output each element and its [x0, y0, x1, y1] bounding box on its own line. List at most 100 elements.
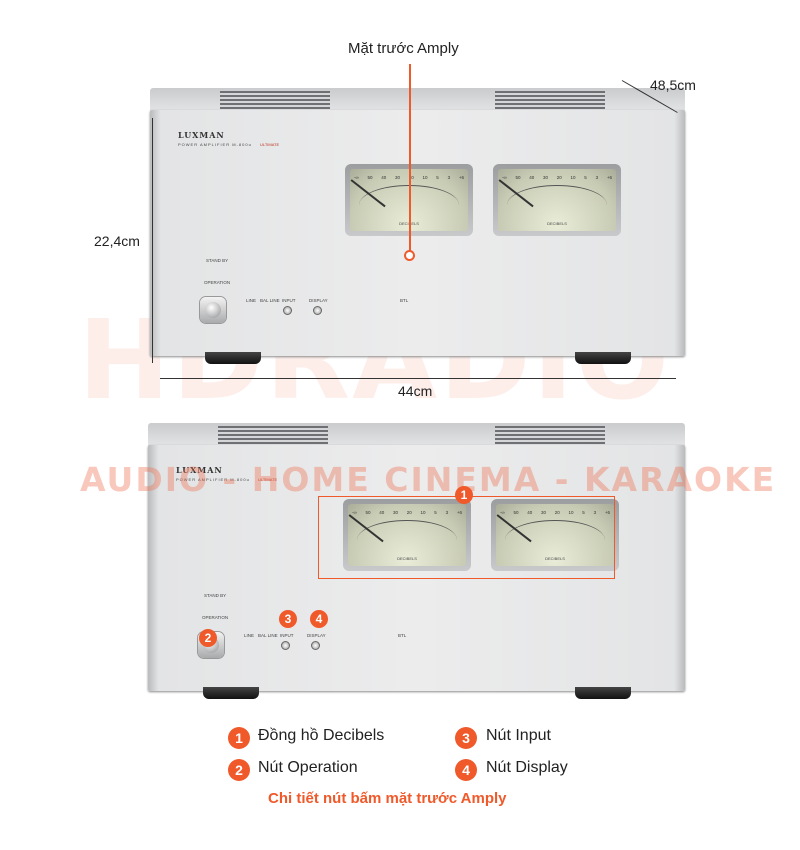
depth-label: 48,5cm [650, 77, 696, 93]
display-label: DISPLAY [307, 633, 326, 638]
meter-tick-label: +6 [456, 510, 462, 515]
callout-2: 2 [199, 629, 217, 647]
brand-logo: LUXMAN [178, 130, 225, 140]
model-label: POWER AMPLIFIER M-800u [178, 142, 252, 147]
input-button[interactable] [281, 641, 290, 650]
display-button[interactable] [311, 641, 320, 650]
foot [203, 687, 259, 699]
line-label: LINE [246, 298, 257, 303]
top-vents [148, 423, 685, 447]
meter-arc [505, 520, 605, 560]
meter-tick-label: 5 [584, 175, 587, 180]
meter-tick-label: 40 [529, 175, 535, 180]
meter-tick-label: 10 [422, 175, 428, 180]
line-label: LINE [244, 633, 255, 638]
meter-tick-label: -∞ [354, 175, 359, 180]
operation-label: OPERATION [204, 280, 231, 285]
legend-label: Nút Display [486, 759, 568, 776]
meter-tick-label: 20 [408, 175, 414, 180]
height-label: 22,4cm [94, 233, 140, 249]
legend-number: 1 [228, 727, 250, 749]
meter-tick-label: 50 [367, 175, 373, 180]
operation-button[interactable] [200, 297, 226, 323]
meter-tick-label: 5 [434, 510, 437, 515]
legend-number: 2 [228, 759, 250, 781]
meter-tick-label: 40 [379, 510, 385, 515]
legend-number: 3 [455, 727, 477, 749]
meter-highlight-box [318, 496, 615, 579]
decibel-meter: -∞ 50 40 30 20 10 5 3 +6 DECIBELS [343, 499, 471, 571]
meter-tick-label: 30 [395, 175, 401, 180]
callout-3: 3 [279, 610, 297, 628]
meter-tick-label: 3 [447, 175, 451, 180]
front-panel: LUXMAN POWER AMPLIFIER M-800u ULTIMATE -… [148, 445, 685, 691]
meter-label: DECIBELS [545, 556, 565, 561]
legend-label: Đồng hồ Decibels [258, 727, 385, 744]
standby-label: STAND BY [206, 258, 229, 263]
meter-label: DECIBELS [350, 221, 468, 226]
front-panel: LUXMAN POWER AMPLIFIER M-800u ULTIMATE -… [150, 110, 685, 356]
title: Mặt trước Amply [348, 40, 459, 57]
meter-tick-label: 10 [568, 510, 574, 515]
edition-label: ULTIMATE [260, 142, 280, 147]
meter-tick-label: 10 [420, 510, 426, 515]
model-label: POWER AMPLIFIER M-800u [176, 477, 250, 482]
meter-tick-label: 20 [406, 510, 412, 515]
meter-tick-label: -∞ [352, 510, 357, 515]
amplifier-front-view: LUXMAN POWER AMPLIFIER M-800u ULTIMATE -… [150, 88, 685, 364]
meter-tick-label: 5 [582, 510, 585, 515]
foot [575, 352, 631, 364]
meter-tick-label: -∞ [500, 510, 505, 515]
meter-label: DECIBELS [397, 556, 417, 561]
meter-tick-label: 40 [381, 175, 387, 180]
meter-tick-label: +6 [606, 175, 612, 180]
meter-tick-label: 3 [593, 510, 597, 515]
meter-tick-label: +6 [458, 175, 464, 180]
meter-tick-label: +6 [604, 510, 610, 515]
meter-tick-label: 40 [527, 510, 533, 515]
bal-line-label: BAL LINE [260, 298, 280, 303]
meter-tick-label: 3 [595, 175, 599, 180]
meter-tick-label: 50 [365, 510, 371, 515]
vent-grille [495, 91, 605, 109]
bal-line-label: BAL LINE [258, 633, 278, 638]
meter-tick-label: 20 [556, 175, 562, 180]
legend-label: Nút Input [486, 727, 551, 744]
pointer-line [409, 64, 411, 254]
legend-number: 4 [455, 759, 477, 781]
callout-1: 1 [455, 486, 473, 504]
meter-tick-label: 30 [543, 175, 549, 180]
meter-tick-label: 30 [393, 510, 399, 515]
input-button[interactable] [283, 306, 292, 315]
height-arrow [152, 118, 153, 363]
callout-4: 4 [310, 610, 328, 628]
foot [575, 687, 631, 699]
width-arrow [160, 378, 676, 379]
caption: Chi tiết nút bấm mặt trước Amply [268, 790, 507, 807]
brand-logo: LUXMAN [176, 465, 223, 475]
btl-label: BTL [400, 298, 409, 303]
legend-label: Nút Operation [258, 759, 358, 776]
meter-tick-label: 5 [436, 175, 439, 180]
input-label: INPUT [280, 633, 294, 638]
meter-tick-label: 20 [554, 510, 560, 515]
vent-grille [218, 426, 328, 444]
edition-label: ULTIMATE [258, 477, 278, 482]
foot [205, 352, 261, 364]
meter-tick-label: 3 [445, 510, 449, 515]
input-label: INPUT [282, 298, 296, 303]
vent-grille [220, 91, 330, 109]
meter-arc [357, 520, 457, 560]
vent-grille [495, 426, 605, 444]
pointer-dot [404, 250, 415, 261]
operation-knob [205, 302, 221, 318]
width-label: 44cm [398, 383, 433, 399]
meter-tick-label: 10 [570, 175, 576, 180]
btl-label: BTL [398, 633, 407, 638]
amplifier-detail-view: LUXMAN POWER AMPLIFIER M-800u ULTIMATE -… [148, 423, 685, 699]
meter-tick-label: 30 [541, 510, 547, 515]
display-button[interactable] [313, 306, 322, 315]
top-vents [150, 88, 685, 112]
